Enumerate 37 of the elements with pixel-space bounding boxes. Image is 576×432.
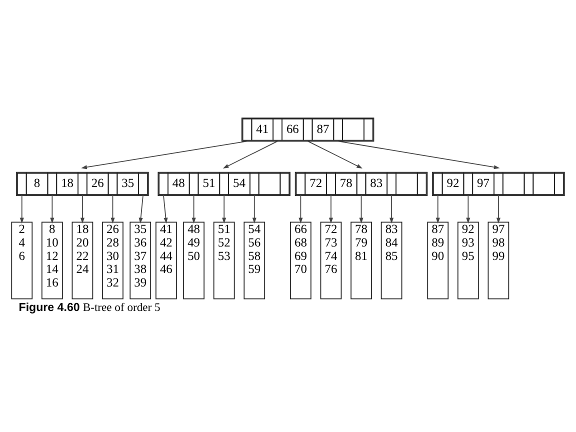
arrow: [466, 195, 470, 224]
arrow: [496, 195, 500, 224]
arrow: [328, 195, 334, 224]
node-box: 54 56 58 59: [244, 222, 266, 300]
arrow: [138, 195, 144, 224]
arrow: [436, 195, 440, 224]
arrow: [298, 195, 303, 224]
arrow: [338, 140, 500, 170]
node-box: 48 49 50: [183, 222, 204, 300]
node-box: 41 42 44 46: [156, 222, 177, 300]
node-box: 78 79 81: [350, 222, 372, 300]
arrow: [80, 195, 84, 224]
node-box: 35 36 37 38 39: [130, 222, 152, 300]
arrow: [252, 195, 256, 224]
arrow: [192, 195, 196, 224]
node-box: 83 84 85: [380, 222, 402, 300]
node-box: 66 68 69 70: [290, 222, 312, 300]
node-box: 18 20 22 24: [72, 222, 94, 300]
arrow: [20, 195, 24, 224]
node-box: 97 98 99: [488, 222, 510, 300]
node-box: 51 52 53: [213, 222, 235, 300]
arrow: [222, 140, 278, 168]
node-box: 2 4 6: [11, 222, 33, 300]
node-box: 87 89 90: [427, 222, 449, 300]
node-box: 72 73 74 76: [320, 222, 342, 300]
node-box: 26 28 30 31 32: [102, 222, 124, 300]
node-box: 92 93 95: [457, 222, 479, 300]
caption: Figure 4.60 B-tree of order 5: [18, 300, 160, 314]
arrow: [307, 140, 362, 168]
arrow: [222, 195, 226, 224]
arrow: [81, 140, 248, 170]
arrow: [110, 195, 115, 224]
node-box: 8 10 12 14 16: [41, 222, 63, 300]
arrow: [163, 195, 168, 224]
arrow: [359, 195, 364, 224]
arrow: [50, 195, 54, 224]
arrow: [390, 195, 394, 224]
